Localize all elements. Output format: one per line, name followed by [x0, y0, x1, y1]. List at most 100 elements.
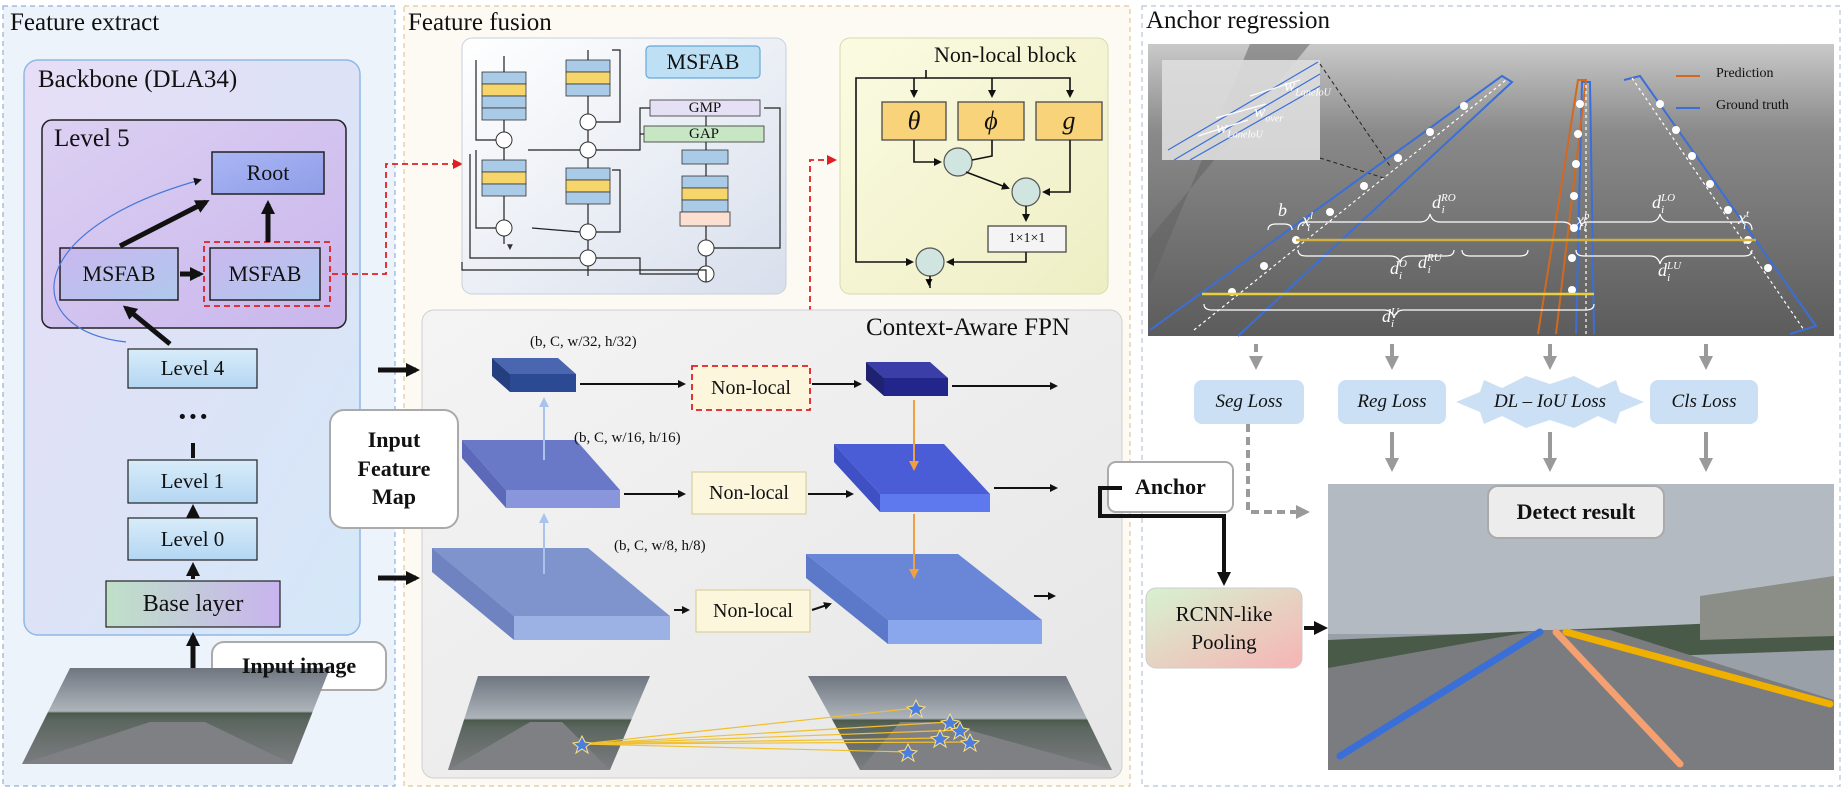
- level1-label: Level 1: [160, 469, 225, 493]
- conv-1x1x1-node: [987, 225, 1067, 253]
- svg-text:▼: ▼: [505, 242, 515, 253]
- msfab-zoom-link: [332, 159, 463, 275]
- legend-ground-truth-label: Ground truth: [1716, 98, 1789, 113]
- reg-loss-label: Reg Loss: [1357, 391, 1427, 412]
- legend-prediction-label: Prediction: [1716, 66, 1774, 81]
- level4-to-root-skip: [53, 177, 202, 343]
- anchor-to-pooling-arrow: [1098, 486, 1231, 586]
- nonlocal-bot-label: Non-local: [713, 599, 793, 622]
- x-p-label: xpi: [1576, 210, 1590, 234]
- svg-text:▼: ▼: [923, 275, 935, 289]
- phi-node: [957, 101, 1025, 141]
- nonlocal-top-node[interactable]: [691, 365, 811, 411]
- section-title-anchor-regression: Anchor regression: [1146, 7, 1330, 34]
- w-laneiou-bot: wLaneIoU: [1216, 118, 1263, 141]
- input-image-road: [22, 722, 292, 764]
- fpn-left-level32: [492, 358, 576, 392]
- d-ro-label: dROi: [1432, 192, 1456, 216]
- root-label: Root: [246, 160, 290, 185]
- msfab-right-node: [209, 247, 321, 301]
- level0-node: [127, 517, 258, 561]
- nonlocal-top-label: Non-local: [711, 376, 791, 399]
- nonlocal-bot-node[interactable]: [695, 589, 811, 633]
- nonlocal-mid-node[interactable]: [691, 471, 807, 515]
- w-laneiou-top: wLaneIoU: [1284, 76, 1331, 99]
- regression-inset-lines: [1167, 61, 1321, 161]
- nonlocal-block-title: Non-local block: [934, 42, 1077, 67]
- rcnn-pooling-box: [1145, 587, 1303, 669]
- d-lu-label: dLUi: [1658, 260, 1682, 284]
- d-ru-label: dRUi: [1418, 252, 1442, 276]
- msfab-right-label: MSFAB: [228, 261, 302, 286]
- g-node: [1035, 101, 1103, 141]
- root-node: [211, 151, 325, 195]
- dl-iou-loss-box: [1456, 376, 1644, 428]
- msfab-detail-wiring: [461, 49, 781, 282]
- msfab-detail-title-box: [645, 45, 761, 79]
- fpn-left-level16: [462, 440, 620, 508]
- level4-to-msfab-arrow: [122, 305, 172, 346]
- regression-distance-lines: [1202, 238, 1756, 296]
- gap-label: GAP: [688, 125, 719, 142]
- g-label: g: [1062, 106, 1076, 135]
- msfab-to-root-arrow: [118, 199, 210, 249]
- dims-16-label: (b, C, w/16, h/16): [574, 430, 681, 446]
- d-u-label: dUi: [1382, 306, 1399, 330]
- dots-label: ···: [176, 397, 209, 434]
- gmp-label: GMP: [688, 99, 722, 116]
- x-t-label: xti: [1738, 208, 1750, 232]
- backbone-title: Backbone (DLA34): [38, 66, 238, 93]
- input-image-label: Input image: [241, 653, 357, 678]
- fpn-right-level8: [806, 554, 1042, 644]
- section-title-feature-fusion: Feature fusion: [408, 9, 552, 36]
- input-feature-map-label: Input Feature Map: [357, 427, 431, 510]
- rcnn-pooling-label: RCNN-like Pooling: [1175, 601, 1273, 654]
- section-title-feature-extract: Feature extract: [10, 9, 160, 36]
- theta-label: θ: [907, 106, 921, 135]
- detect-result-lanes: [1336, 628, 1834, 768]
- fpn-bottom-image-left: [448, 676, 650, 770]
- msfab-detail-layers: [481, 59, 765, 227]
- fpn-flow-arrows: [580, 380, 1058, 614]
- loss-arrows: [1246, 344, 1713, 519]
- regression-distance-braces: [1203, 213, 1753, 319]
- fpn-box: [421, 309, 1123, 779]
- nonlocal-attention-lines: [581, 707, 971, 753]
- level4-node: [127, 348, 258, 389]
- nonlocal-mid-label: Non-local: [709, 481, 789, 504]
- level5-title: Level 5: [54, 125, 130, 152]
- dims-8-label: (b, C, w/8, h/8): [614, 538, 706, 554]
- fpn-right-level32: [866, 362, 948, 396]
- msfab-left-node: [59, 247, 179, 301]
- regression-prediction-lanes: [1537, 79, 1588, 335]
- x-l-label: xli: [1302, 210, 1314, 234]
- multiply-node-2: [1011, 177, 1041, 207]
- dims-32-label: (b, C, w/32, h/32): [530, 334, 637, 350]
- cls-loss-box: [1650, 380, 1758, 424]
- level4-label: Level 4: [160, 356, 225, 380]
- regression-lane-centers: [1193, 77, 1805, 334]
- seg-loss-label: Seg Loss: [1215, 391, 1283, 412]
- msfab-detail-title: MSFAB: [666, 49, 740, 74]
- detect-result-label-box: [1487, 485, 1665, 539]
- dl-iou-loss-label: DL – IoU Loss: [1493, 391, 1607, 412]
- msfab-left-label: MSFAB: [82, 261, 156, 286]
- d-lo-label: dLOi: [1652, 192, 1676, 216]
- regression-inset-width-arrows: [1197, 79, 1301, 137]
- w-over: wover: [1254, 102, 1284, 125]
- detect-result-label: Detect result: [1516, 499, 1636, 524]
- base-layer-node: [105, 580, 281, 628]
- fpn-left-level8: [432, 548, 670, 640]
- reg-loss-box: [1338, 380, 1446, 424]
- fpn-title: Context-Aware FPN: [866, 314, 1070, 341]
- seg-loss-box: [1194, 380, 1304, 424]
- add-node: [915, 247, 945, 277]
- input-feature-map-box: [329, 409, 459, 529]
- nonlocal-wiring: [855, 70, 1074, 288]
- cls-loss-label: Cls Loss: [1671, 391, 1737, 412]
- base-layer-label: Base layer: [142, 590, 244, 617]
- nonlocal-star-points: [571, 698, 981, 763]
- level1-node: [127, 459, 258, 504]
